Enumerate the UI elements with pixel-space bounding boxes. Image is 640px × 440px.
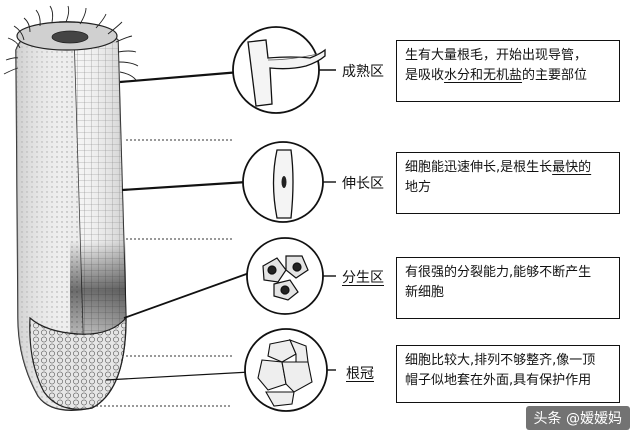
root-hair — [79, 7, 87, 25]
root-hair — [115, 35, 133, 43]
leader-elongation — [121, 180, 248, 192]
root-hair — [23, 17, 31, 33]
root-hair — [95, 13, 107, 29]
desc-text: 细胞比较大,排列不够整齐,像一顶 — [405, 353, 596, 368]
root-hair — [7, 37, 21, 49]
desc-box-rootcap: 细胞比较大,排列不够整齐,像一顶帽子似地套在外面,具有保护作用 — [396, 345, 620, 403]
cap-cells — [257, 339, 313, 407]
desc-line: 帽子似地套在外面,具有保护作用 — [405, 371, 611, 391]
magnified-cells — [232, 26, 328, 412]
desc-text: 帽子似地套在外面,具有保护作用 — [405, 373, 592, 388]
meristem-dark-region — [70, 240, 126, 352]
root-body — [3, 5, 139, 411]
root-hairs — [3, 5, 139, 81]
desc-line: 新细胞 — [405, 283, 611, 303]
desc-text-underlined: 水分和无机盐 — [444, 68, 523, 83]
root-hair — [35, 9, 41, 27]
root-hair — [13, 25, 25, 41]
root-hair — [3, 67, 19, 75]
desc-line: 细胞比较大,排列不够整齐,像一顶 — [405, 351, 611, 371]
label-connectors — [319, 69, 336, 371]
desc-text: 是吸收 — [405, 68, 445, 83]
desc-text: 地方 — [405, 180, 432, 195]
desc-box-maturation: 生有大量根毛，开始出现导管， 是吸收水分和无机盐的主要部位 — [396, 40, 620, 102]
root-hair — [118, 61, 139, 67]
desc-line: 有很强的分裂能力,能够不断产生 — [405, 263, 611, 283]
leader-maturation — [119, 70, 241, 84]
root-vascular-core — [51, 30, 89, 44]
desc-text: 细胞能迅速伸长,是根生长 — [405, 160, 553, 175]
root-hair — [49, 5, 54, 23]
dividing-cells — [262, 255, 309, 301]
desc-line: 细胞能迅速伸长,是根生长最快的 — [405, 158, 611, 178]
zone-label-rootcap: 根冠 — [346, 366, 374, 382]
desc-line: 是吸收水分和无机盐的主要部位 — [405, 66, 611, 86]
root-hair — [65, 5, 70, 23]
leader-lines — [105, 70, 253, 381]
root-cap — [29, 316, 127, 410]
magnifier-maturation — [232, 26, 326, 114]
leader-cap — [105, 371, 251, 381]
magnifier-cap — [244, 328, 328, 412]
desc-line: 地方 — [405, 178, 611, 198]
magnifier-meristem — [246, 237, 324, 315]
zone-label-maturation: 成熟区 — [342, 64, 384, 80]
zone-label-elongation: 伸长区 — [342, 176, 384, 192]
root-hair — [5, 57, 19, 61]
desc-text-underlined: 最快的 — [552, 160, 592, 175]
root-hair — [107, 21, 123, 35]
root-hair — [119, 71, 137, 81]
zone-boundary-lines — [92, 139, 232, 407]
zone-label-meristem: 分生区 — [342, 270, 384, 286]
desc-box-elongation: 细胞能迅速伸长,是根生长最快的地方 — [396, 152, 620, 214]
watermark: 头条 @嫒嫒妈 — [525, 406, 630, 430]
leader-meristem — [123, 271, 253, 319]
root-hair-cell — [247, 39, 326, 107]
root-hair — [117, 50, 137, 53]
desc-text: 生有大量根毛，开始出现导管， — [405, 48, 588, 63]
desc-text: 有很强的分裂能力,能够不断产生 — [405, 265, 592, 280]
desc-text: 新细胞 — [405, 285, 445, 300]
magnifier-elongation — [242, 141, 324, 223]
desc-line: 生有大量根毛，开始出现导管， — [405, 46, 611, 66]
desc-box-meristem: 有很强的分裂能力,能够不断产生新细胞 — [396, 257, 620, 319]
desc-text: 的主要部位 — [522, 68, 588, 83]
